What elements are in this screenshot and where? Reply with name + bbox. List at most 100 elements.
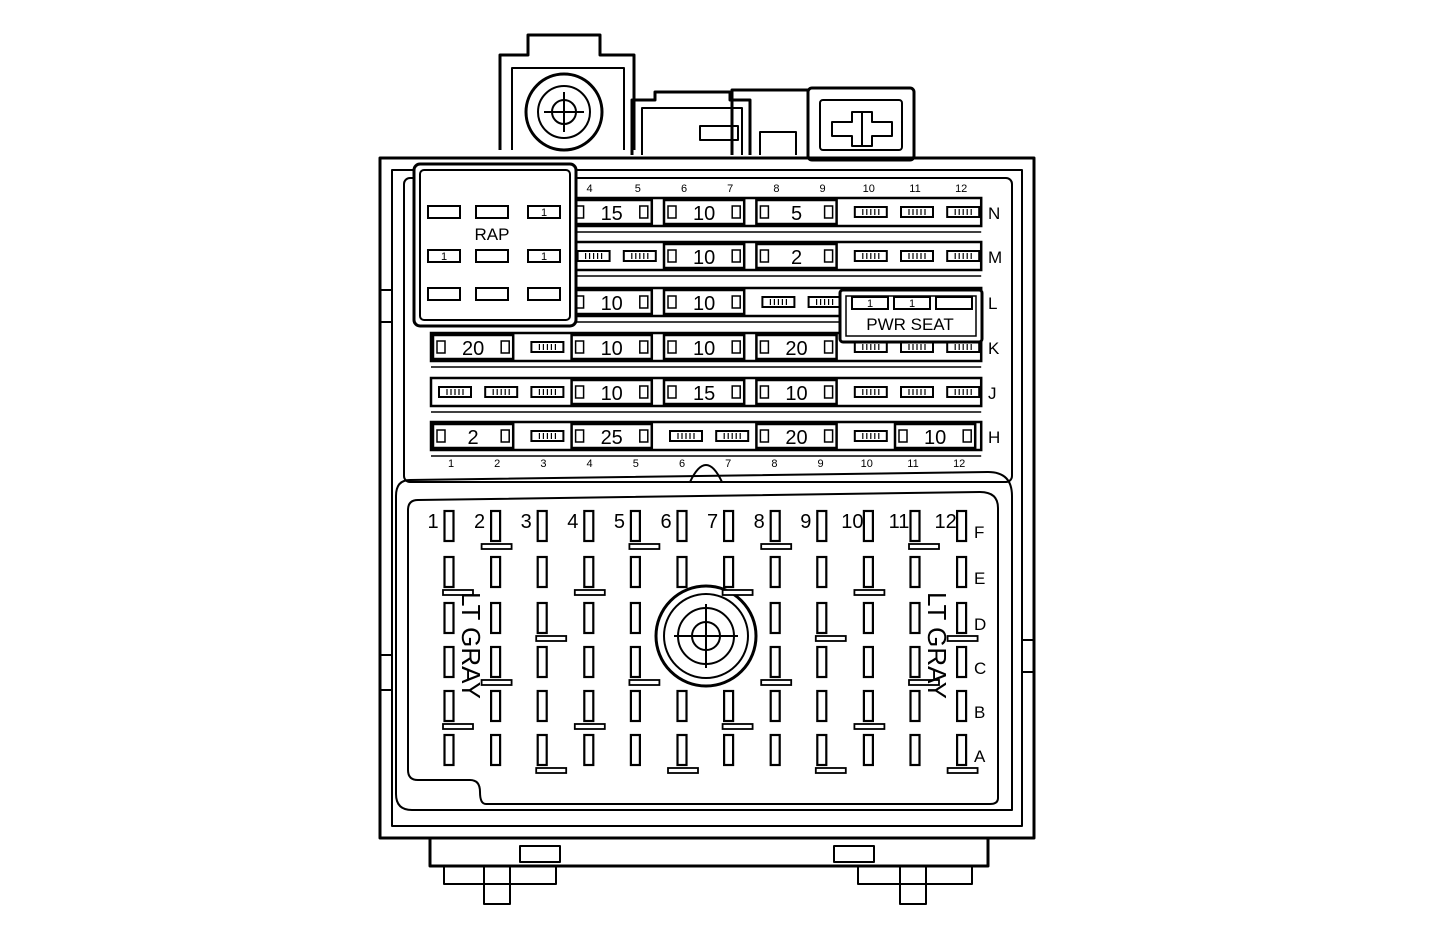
fuse-terminal: [436, 429, 446, 443]
connector-cavity: [816, 645, 828, 679]
fuse-row-letter: H: [988, 428, 1000, 447]
cavity-latch: [721, 723, 754, 730]
connector-column-number: 3: [521, 511, 532, 533]
connector-cavity: [769, 689, 781, 723]
connector-cavity: [583, 509, 595, 543]
connector-cavity: [909, 555, 921, 589]
connector-cavity: [629, 689, 642, 723]
fuse-terminal: [759, 429, 770, 443]
connector-cavity: [536, 645, 548, 679]
fuse-rating-label: 15: [601, 203, 623, 225]
fuse: [570, 378, 654, 406]
fuse: [662, 242, 746, 270]
fuse-terminal: [731, 205, 741, 219]
fuse-terminal: [574, 385, 585, 399]
fuse-rating-label: 10: [601, 383, 623, 405]
connector-cavity: [536, 601, 548, 635]
connector-cavity: [722, 689, 735, 723]
cavity-latch: [480, 543, 513, 550]
connector-cavity: [862, 601, 875, 635]
cavity-latch: [573, 723, 606, 730]
connector-cavity: [722, 509, 735, 543]
connector-cavity: [490, 509, 502, 543]
cavity-latch: [535, 635, 568, 642]
fuse-terminal: [667, 385, 677, 399]
fuse-rating-label: 10: [693, 338, 715, 360]
fuse: [662, 333, 746, 361]
connector-cavity: [909, 689, 921, 723]
fuse-terminal: [436, 340, 446, 354]
cavity-latch: [814, 635, 847, 642]
cavity-latch: [908, 679, 940, 686]
connector-cavity: [769, 555, 781, 589]
fuse-row-letter: L: [988, 294, 997, 313]
bottom-column-number: 12: [953, 458, 965, 470]
fuse: [662, 198, 746, 226]
connector-row-letter: D: [974, 615, 986, 634]
connector-cavity: [676, 555, 688, 589]
connector-cavity: [629, 645, 642, 679]
fuse: [662, 378, 746, 406]
top-column-number: 7: [727, 183, 733, 195]
fuse-terminal: [500, 340, 510, 354]
cavity-latch: [667, 767, 699, 774]
connector-cavity: [443, 733, 455, 767]
connector-cavity: [816, 689, 828, 723]
connector-cavity: [769, 601, 781, 635]
connector-column-number: 4: [567, 511, 578, 533]
lower-connector-frame: [395, 471, 1013, 811]
rap-relay: 1 1 1 RAP: [412, 162, 578, 328]
fuse-terminal: [574, 340, 585, 354]
cavity-latch: [760, 543, 793, 550]
fuse-terminal: [759, 340, 770, 354]
fuse-terminal: [667, 249, 677, 263]
connector-cavity: [816, 555, 828, 589]
fuse-rating-label: 20: [785, 338, 807, 360]
fuse-terminal: [667, 295, 677, 309]
fuse-rating-label: 2: [468, 427, 479, 449]
connector-cavity: [443, 555, 455, 589]
connector-cavity: [490, 601, 502, 635]
fuse: [431, 333, 515, 361]
fuse-terminal: [639, 429, 649, 443]
fuse-rating-label: 10: [693, 203, 715, 225]
connector-row-letter: B: [974, 703, 985, 722]
breaker-pin-label: 1: [909, 298, 915, 310]
connector-cavity: [955, 733, 968, 767]
connector-cavity: [909, 509, 921, 543]
connector-column-number: 11: [889, 511, 910, 533]
connector-cavity: [909, 601, 921, 635]
fuse-terminal: [731, 295, 741, 309]
fuse-terminal: [823, 205, 834, 219]
fuse-row-letter: J: [988, 384, 997, 403]
top-column-number: 5: [635, 183, 641, 195]
fuse-row-letter: M: [988, 248, 1002, 267]
fuse-terminal: [823, 429, 834, 443]
connector-column-number: 2: [474, 511, 485, 533]
fuse-rating-label: 10: [785, 383, 807, 405]
connector-cavity: [629, 733, 642, 767]
connector-row-letter: F: [974, 523, 984, 542]
bottom-column-number: 4: [587, 458, 593, 470]
top-right-connector: [806, 86, 916, 162]
fuse-terminal: [759, 249, 770, 263]
connector-cavity: [443, 601, 455, 635]
connector-cavity: [629, 555, 642, 589]
cavity-latch: [628, 543, 661, 550]
bottom-column-number: 5: [633, 458, 639, 470]
connector-cavity: [722, 733, 735, 767]
connector-cavity: [862, 689, 875, 723]
bottom-column-number: 6: [679, 458, 685, 470]
connector-cavity: [583, 555, 595, 589]
connector-column-number: 7: [707, 511, 718, 533]
connector-cavity: [536, 689, 548, 723]
cavity-latch: [480, 679, 513, 686]
connector-cavity: [583, 689, 595, 723]
fuse-rating-label: 10: [924, 427, 946, 449]
fuse-terminal: [731, 340, 741, 354]
connector-column-number: 9: [800, 511, 811, 533]
connector-column-number: 8: [754, 511, 765, 533]
cavity-latch: [853, 589, 886, 596]
mounting-stud-bracket: [498, 33, 636, 152]
connector-cavity: [955, 555, 968, 589]
